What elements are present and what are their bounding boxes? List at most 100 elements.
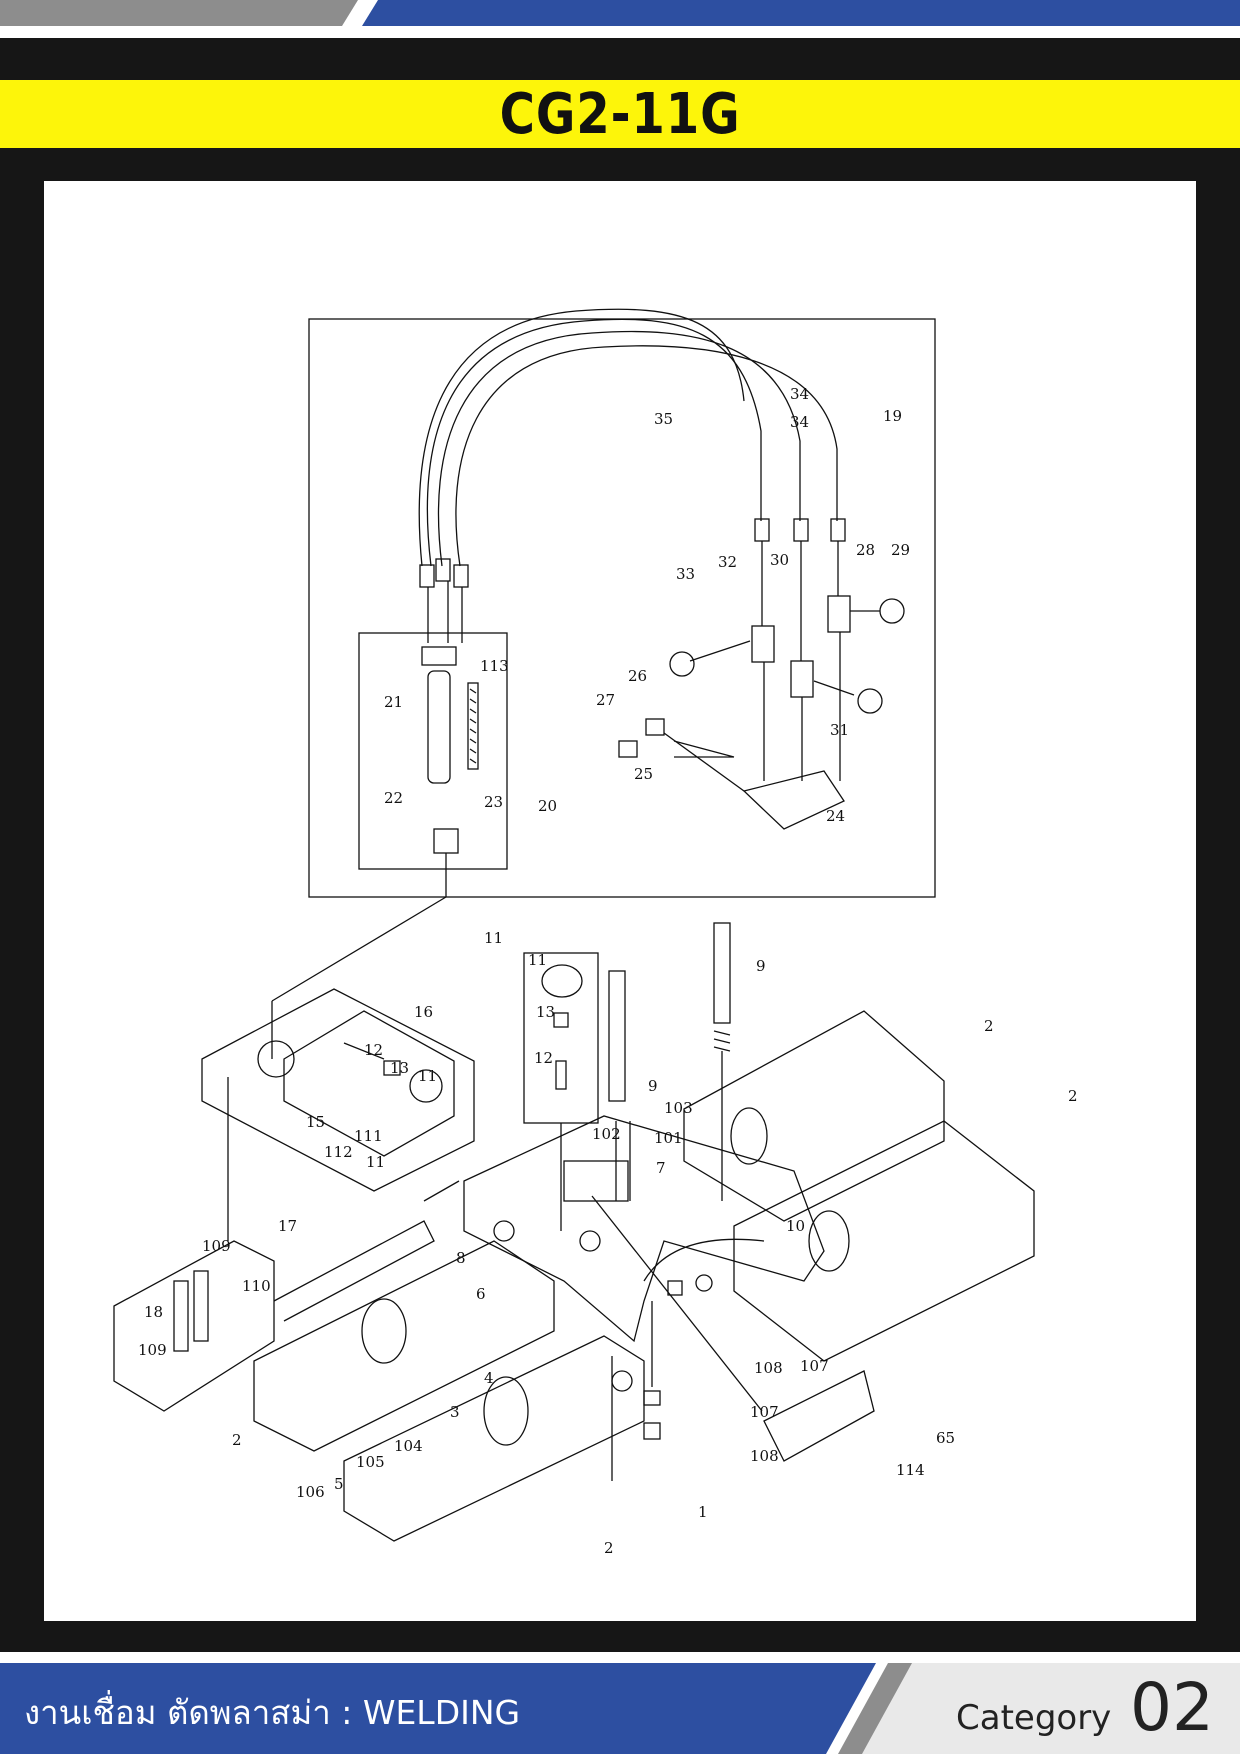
hose-4: [418, 308, 745, 567]
callout-1: 1: [698, 1503, 708, 1521]
callout-110: 110: [242, 1277, 271, 1295]
callout-112: 112: [324, 1143, 353, 1161]
valve-knob-31: [857, 688, 883, 714]
knob-box-11: [523, 952, 599, 1124]
callout-27: 27: [596, 691, 615, 709]
callout-106: 106: [296, 1483, 325, 1501]
callout-21: 21: [384, 693, 403, 711]
callout-107-right: 107: [800, 1357, 829, 1375]
title-banner: CG2-11G: [0, 80, 1240, 148]
callout-7: 7: [656, 1159, 666, 1177]
callout-23: 23: [484, 793, 503, 811]
exploded-parts-diagram: 34 34 35 19 32 30 28 29 33 31 26 27 25 2…: [44, 181, 1196, 1621]
callout-113: 113: [480, 657, 509, 675]
callout-22: 22: [384, 789, 403, 807]
callout-107-lower: 107: [750, 1403, 779, 1421]
nut-27: [618, 740, 638, 758]
callout-2-upper: 2: [984, 1017, 994, 1035]
callout-35: 35: [654, 410, 673, 428]
callout-11-knob: 11: [528, 951, 547, 969]
wheel-box-2-lower: [343, 1335, 645, 1542]
callout-4: 4: [484, 1369, 494, 1387]
footer-section-text: งานเชื่อม ตัดพลาสม่า : WELDING: [24, 1693, 521, 1732]
rod-9-right: [713, 922, 731, 1024]
plate-65: [763, 1370, 875, 1462]
callout-29: 29: [891, 541, 910, 559]
torch-tube: [427, 670, 451, 784]
callout-108-lower: 108: [750, 1447, 779, 1465]
callout-15: 15: [306, 1113, 325, 1131]
callout-2-right: 2: [1068, 1087, 1078, 1105]
top-accent-bar: [0, 0, 1240, 28]
callout-10: 10: [786, 1217, 805, 1235]
category-number: 02: [1130, 1669, 1214, 1746]
callout-2-lower-left: 2: [232, 1431, 242, 1449]
callout-26: 26: [628, 667, 647, 685]
callout-114: 114: [896, 1461, 925, 1479]
callout-109-upper: 109: [202, 1237, 231, 1255]
callout-20: 20: [538, 797, 557, 815]
callout-32: 32: [718, 553, 737, 571]
callout-33: 33: [676, 565, 695, 583]
hose-1: [426, 318, 762, 567]
callout-11-lower: 11: [366, 1153, 385, 1171]
callout-19: 19: [883, 407, 902, 425]
wheel-box-2-lower-left: [253, 1240, 555, 1452]
callout-13-box: 13: [536, 1003, 555, 1021]
callout-3: 3: [450, 1403, 460, 1421]
callout-13-holder: 13: [390, 1059, 409, 1077]
valve-knob-33: [669, 651, 695, 677]
knob-11-top: [541, 964, 583, 998]
callout-104: 104: [394, 1437, 423, 1455]
wheel-upper: [730, 1107, 768, 1165]
callout-102: 102: [592, 1125, 621, 1143]
wheel-box-2-right: [733, 1120, 1035, 1362]
torch-nozzle: [433, 828, 459, 854]
callout-109-lower: 109: [138, 1341, 167, 1359]
footer-bar: [0, 1663, 1240, 1754]
footer-blue-band: [0, 1663, 876, 1754]
callout-105: 105: [356, 1453, 385, 1471]
callout-111: 111: [354, 1127, 383, 1145]
callout-8: 8: [456, 1249, 466, 1267]
wheel-lower-left: [361, 1298, 407, 1364]
page-title: CG2-11G: [499, 81, 741, 147]
callout-2-lower: 2: [604, 1539, 614, 1557]
callout-9-right: 9: [756, 957, 766, 975]
callout-6: 6: [476, 1285, 486, 1303]
callout-12-holder: 12: [364, 1041, 383, 1059]
bracket-box-17: [113, 1240, 275, 1412]
hose-2: [437, 330, 801, 567]
valve-block-30: [790, 660, 814, 698]
wheel-box-2-upper: [683, 1010, 945, 1222]
torch-body-box: [358, 632, 508, 870]
holder-box-16: [201, 988, 475, 1192]
mixing-block-24: [742, 770, 845, 830]
callout-12-box: 12: [534, 1049, 553, 1067]
callout-9-left: 9: [648, 1077, 658, 1095]
callout-65: 65: [936, 1429, 955, 1447]
callout-108-right: 108: [754, 1359, 783, 1377]
callout-5: 5: [334, 1475, 344, 1493]
callout-28: 28: [856, 541, 875, 559]
category-label: Category: [956, 1698, 1112, 1738]
nut-26: [645, 718, 665, 736]
callout-11-holder: 11: [418, 1067, 437, 1085]
callout-18: 18: [144, 1303, 163, 1321]
valve-block-28: [827, 595, 851, 633]
holder-clamp-15: [257, 1040, 295, 1078]
top-blue-stripe: [362, 0, 1240, 26]
knob-11: [409, 1069, 443, 1103]
rod-9-left: [608, 970, 626, 1102]
valve-knob-29: [879, 598, 905, 624]
callout-31: 31: [830, 721, 849, 739]
callout-11-box: 11: [484, 929, 503, 947]
hose-3: [455, 345, 838, 567]
carriage-body-1: [463, 1115, 825, 1343]
footer-light-band: [862, 1663, 1240, 1754]
callout-101-right: 101: [654, 1129, 683, 1147]
top-grey-stripe: [0, 0, 358, 26]
callout-30: 30: [770, 551, 789, 569]
callout-16: 16: [414, 1003, 433, 1021]
callout-17: 17: [278, 1217, 297, 1235]
